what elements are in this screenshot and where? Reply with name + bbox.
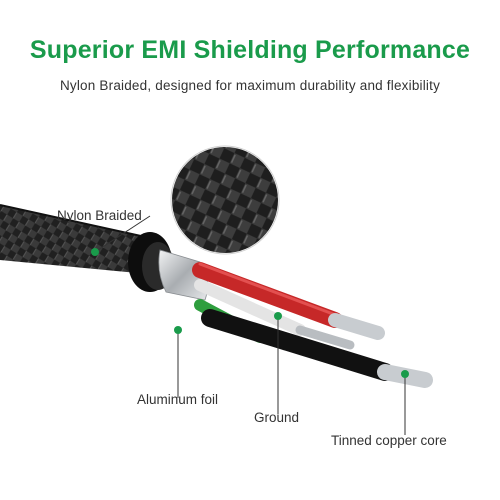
callout-dot-ground <box>274 312 282 320</box>
wire-red <box>192 262 385 340</box>
callout-dot-nylon <box>91 248 99 256</box>
label-nylon-braided: Nylon Braided <box>57 208 142 223</box>
label-aluminum-foil: Aluminum foil <box>137 392 219 407</box>
label-ground: Ground <box>254 410 300 425</box>
subheadline: Nylon Braided, designed for maximum dura… <box>59 78 441 93</box>
callout-lines <box>91 215 409 435</box>
wire-black <box>201 309 433 388</box>
braid-zoom-circle <box>170 145 280 255</box>
label-tinned-copper-core: Tinned copper core <box>331 433 447 448</box>
callout-dot-foil <box>174 326 182 334</box>
callout-dot-core <box>401 370 409 378</box>
wire-white <box>194 279 355 350</box>
headline: Superior EMI Shielding Performance <box>29 36 471 64</box>
